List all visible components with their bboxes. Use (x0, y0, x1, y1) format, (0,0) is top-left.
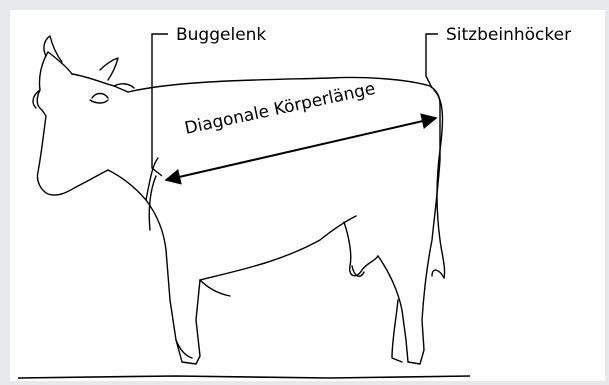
ischial-tuberosity-pointer (426, 34, 438, 88)
shoulder-joint-pointer (152, 34, 168, 176)
label-body-length: Diagonale Körperlänge (183, 79, 377, 139)
ground-line (18, 376, 470, 378)
cow-outline (33, 36, 445, 364)
label-ischial-tuberosity: Sitzbeinhöcker (446, 25, 571, 45)
label-shoulder-joint: Buggelenk (176, 25, 266, 45)
